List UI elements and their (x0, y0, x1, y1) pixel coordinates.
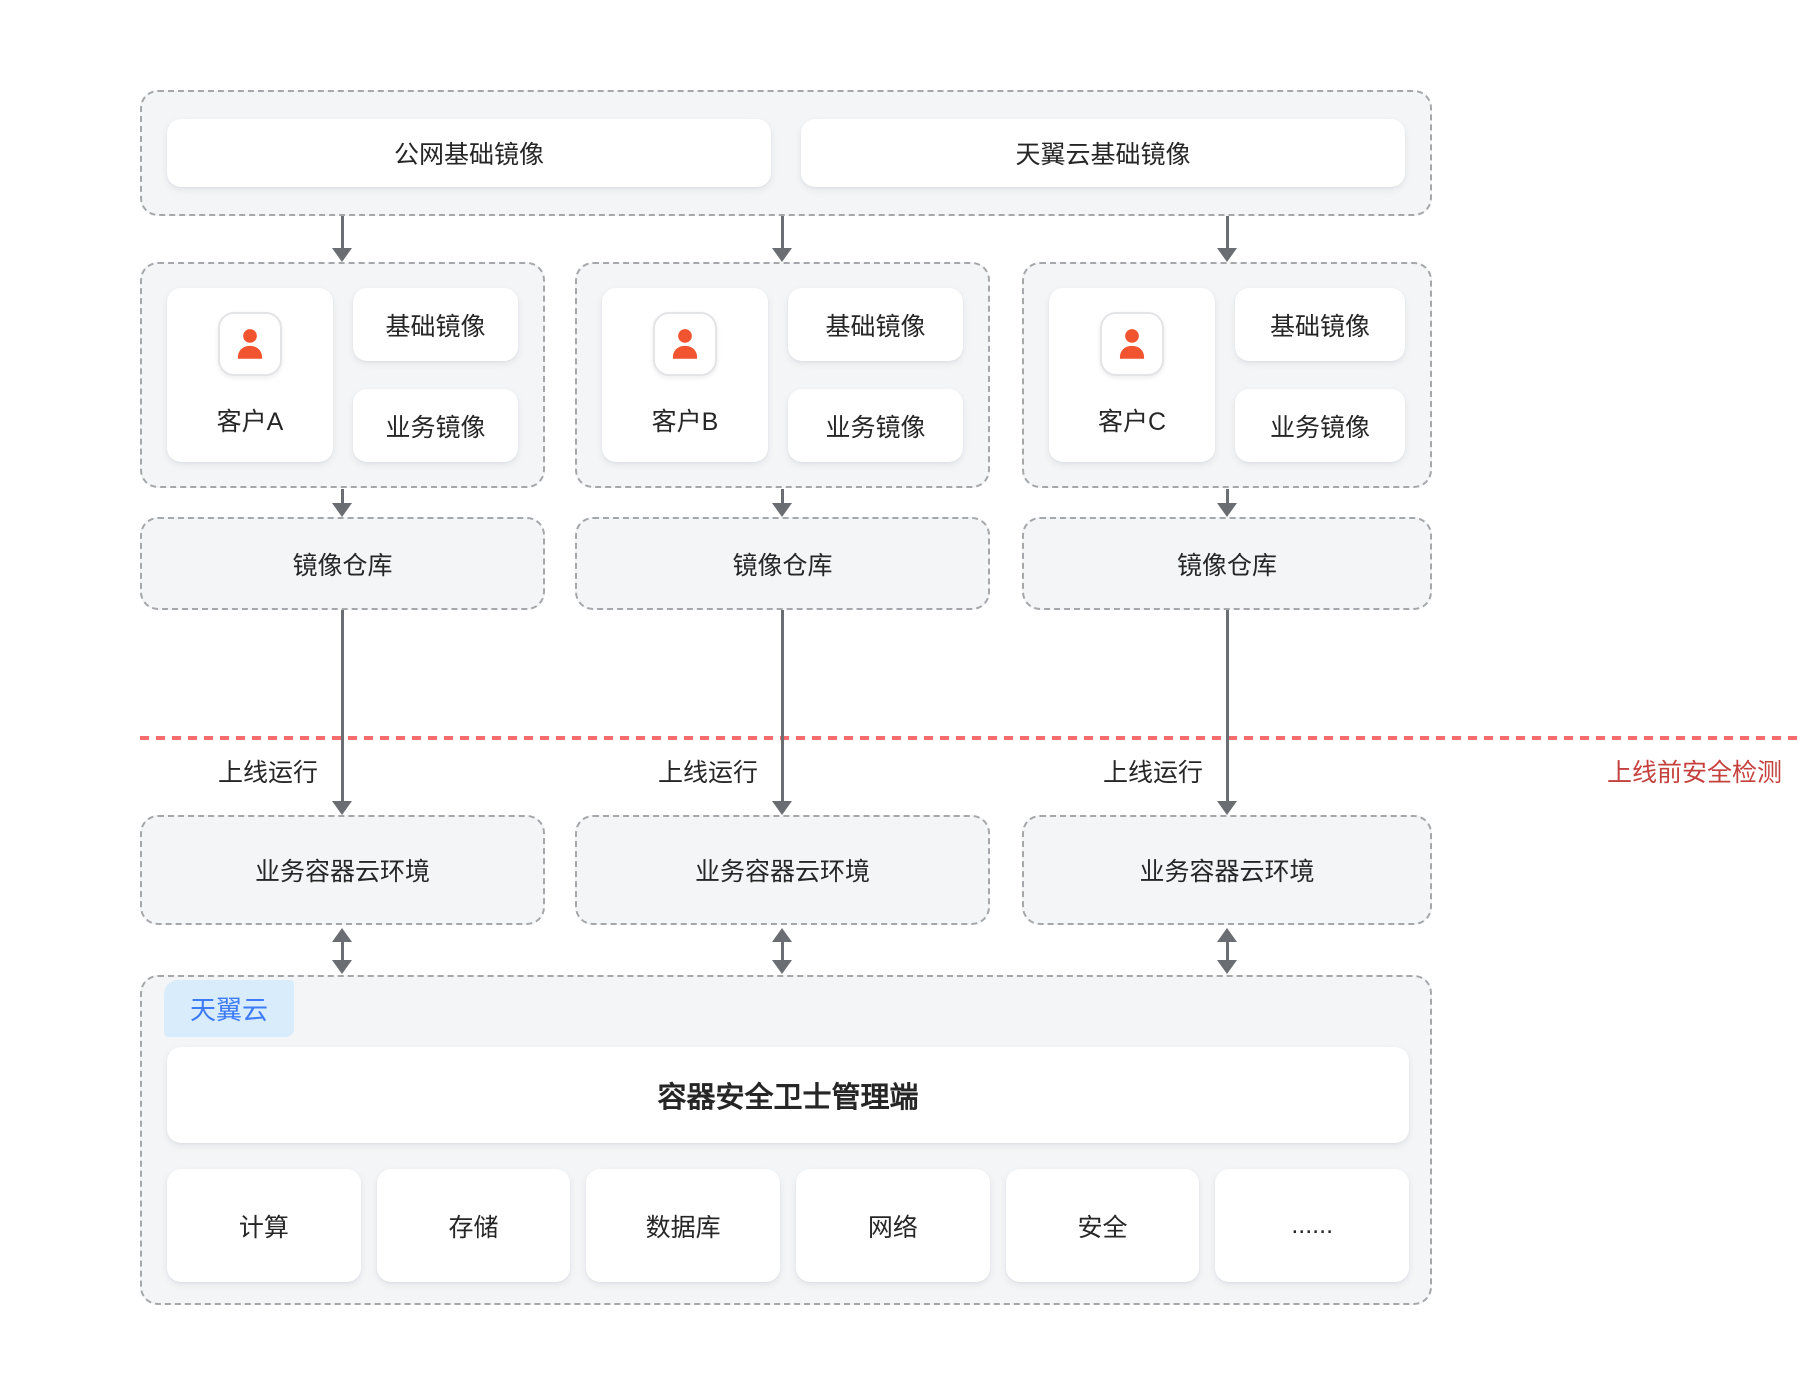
customer-card: 客户A (167, 288, 333, 462)
arrow-down-icon (1217, 216, 1237, 262)
arrow-down-icon (772, 610, 792, 815)
security-check-label: 上线前安全检测 (1606, 759, 1782, 787)
base-image-sources-container: 公网基础镜像 天翼云基础镜像 (140, 90, 1432, 216)
service-more-box: ...... (1215, 1169, 1410, 1282)
public-base-image-box: 公网基础镜像 (167, 119, 771, 187)
business-image-box: 业务镜像 (788, 389, 963, 462)
security-check-line (140, 736, 1800, 740)
customer-group-c-row: 客户C 基础镜像 业务镜像 (1024, 264, 1430, 486)
customer-name: 客户B (651, 408, 719, 436)
image-stack: 基础镜像 业务镜像 (353, 288, 518, 462)
user-icon (1119, 329, 1145, 359)
cloud-tag: 天翼云 (164, 980, 295, 1037)
ctyun-base-image-box: 天翼云基础镜像 (801, 119, 1405, 187)
image-repo-box: 镜像仓库 (140, 517, 545, 610)
service-compute-box: 计算 (167, 1169, 361, 1282)
service-security-box: 安全 (1005, 1169, 1200, 1282)
cloud-platform-container: 天翼云 容器安全卫士管理端 计算 存储 数据库 网络 安全 ...... (140, 975, 1432, 1305)
arrow-down-icon (332, 216, 352, 262)
image-repo-box: 镜像仓库 (1022, 517, 1432, 610)
service-network-box: 网络 (796, 1169, 990, 1282)
base-image-box: 基础镜像 (353, 288, 518, 361)
customer-card: 客户C (1049, 288, 1215, 462)
base-image-box: 基础镜像 (1235, 288, 1405, 361)
avatar (653, 312, 717, 376)
double-arrow-icon (1217, 928, 1237, 974)
image-stack: 基础镜像 业务镜像 (788, 288, 963, 462)
service-storage-box: 存储 (376, 1169, 571, 1282)
user-icon (237, 329, 263, 359)
base-image-box: 基础镜像 (788, 288, 963, 361)
customer-name: 客户A (216, 408, 284, 436)
image-repo-box: 镜像仓库 (575, 517, 990, 610)
service-database-box: 数据库 (586, 1169, 781, 1282)
arrow-down-icon (772, 489, 792, 517)
container-env-box: 业务容器云环境 (575, 815, 990, 925)
go-live-label: 上线运行 (217, 759, 318, 787)
customer-group-b: 客户B 基础镜像 业务镜像 (575, 262, 990, 488)
business-image-box: 业务镜像 (1235, 389, 1405, 462)
business-image-box: 业务镜像 (353, 389, 518, 462)
cloud-services-row: 计算 存储 数据库 网络 安全 ...... (167, 1169, 1410, 1282)
arrow-down-icon (1217, 610, 1237, 815)
customer-name: 客户C (1097, 408, 1167, 436)
customer-card: 客户B (602, 288, 768, 462)
avatar (218, 312, 282, 376)
arrow-down-icon (332, 489, 352, 517)
arrow-down-icon (772, 216, 792, 262)
base-image-sources-row: 公网基础镜像 天翼云基础镜像 (142, 92, 1430, 214)
customer-group-a: 客户A 基础镜像 业务镜像 (140, 262, 545, 488)
customer-group-b-row: 客户B 基础镜像 业务镜像 (577, 264, 988, 486)
customer-group-a-row: 客户A 基础镜像 业务镜像 (142, 264, 543, 486)
double-arrow-icon (332, 928, 352, 974)
arrow-down-icon (332, 610, 352, 815)
container-security-management-box: 容器安全卫士管理端 (167, 1047, 1409, 1143)
double-arrow-icon (772, 928, 792, 974)
go-live-label: 上线运行 (657, 759, 758, 787)
container-env-box: 业务容器云环境 (1022, 815, 1432, 925)
container-env-box: 业务容器云环境 (140, 815, 545, 925)
image-stack: 基础镜像 业务镜像 (1235, 288, 1405, 462)
go-live-label: 上线运行 (1102, 759, 1203, 787)
avatar (1100, 312, 1164, 376)
user-icon (672, 329, 698, 359)
customer-group-c: 客户C 基础镜像 业务镜像 (1022, 262, 1432, 488)
arrow-down-icon (1217, 489, 1237, 517)
